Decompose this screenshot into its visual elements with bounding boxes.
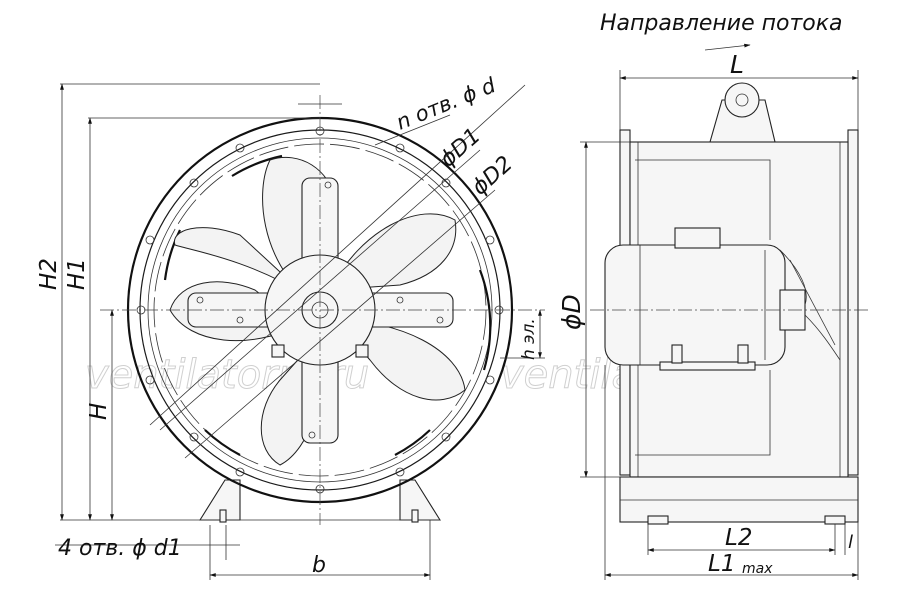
label-h2: H2 [36,258,62,290]
flange-holes [136,126,504,494]
label-l2: L2 [725,525,752,551]
label-h-el: h эл. [519,318,539,360]
label-flow-direction: Направление потока [600,11,843,36]
label-h: H [86,403,112,420]
side-base [619,476,859,523]
side-dimensions [580,43,859,580]
label-l-small: l [848,532,853,553]
side-view [590,82,870,525]
base-support-right [399,479,441,521]
label-four-holes: 4 отв. ϕ d1 [58,536,182,561]
label-n-holes: n отв. ϕ d [393,73,500,135]
label-d: ϕD [557,294,586,330]
motor [604,244,786,366]
label-b: b [312,553,326,578]
front-dimensions [55,83,545,580]
label-l1-sub: max [742,561,773,577]
label-d1: ϕD1 [435,123,486,172]
label-l: L [730,50,744,79]
front-view [100,84,545,525]
label-l1: L1 [708,551,735,577]
label-h1: H1 [64,258,90,290]
label-d2: ϕD2 [467,151,518,200]
